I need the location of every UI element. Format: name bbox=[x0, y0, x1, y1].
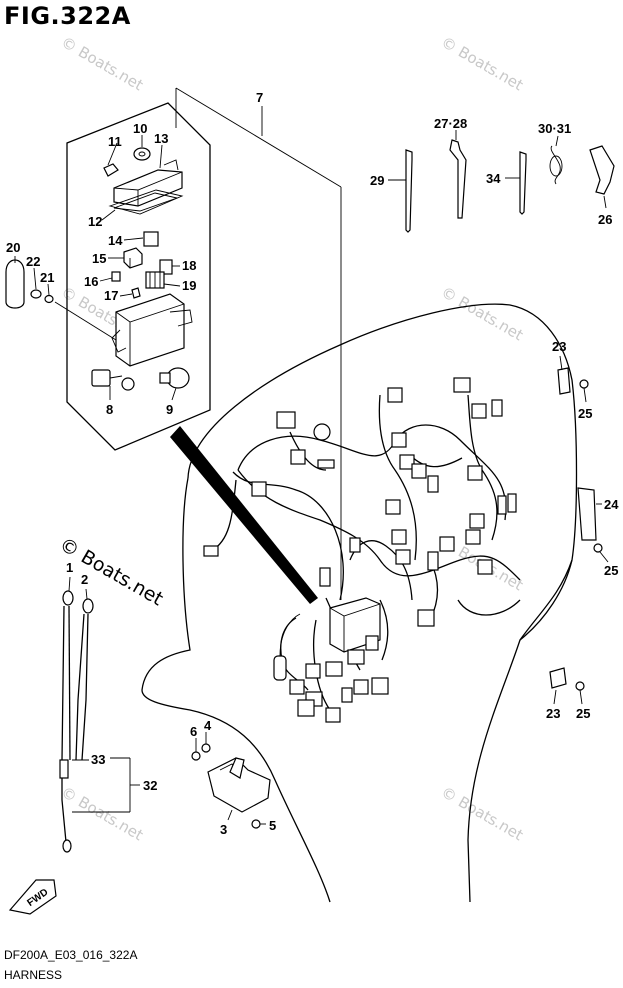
callout-14: 14 bbox=[108, 233, 123, 248]
callout-29: 29 bbox=[370, 173, 384, 188]
left-small-parts bbox=[5, 256, 117, 341]
figure-title: FIG.322A bbox=[4, 2, 131, 30]
callout-34: 34 bbox=[486, 171, 501, 186]
pointer-arrow bbox=[170, 426, 318, 604]
callout-20: 20 bbox=[6, 240, 20, 255]
item-7-bracket bbox=[175, 87, 342, 600]
watermark: © Boats.net bbox=[58, 783, 146, 844]
callout-32: 32 bbox=[143, 778, 157, 793]
callout-27-28: 27·28 bbox=[434, 116, 467, 131]
callout-8: 8 bbox=[106, 402, 113, 417]
callout-11: 11 bbox=[108, 134, 122, 149]
callout-24: 24 bbox=[604, 497, 619, 512]
watermark: © Boats.net bbox=[438, 783, 526, 844]
junction-box-inset bbox=[66, 102, 211, 451]
callout-26: 26 bbox=[598, 212, 612, 227]
callout-22: 22 bbox=[26, 254, 40, 269]
callout-25-upper: 25 bbox=[578, 406, 592, 421]
callout-23-upper: 23 bbox=[552, 339, 566, 354]
callout-13: 13 bbox=[154, 131, 168, 146]
callout-33: 33 bbox=[91, 752, 105, 767]
callout-21: 21 bbox=[40, 270, 54, 285]
harness-connectors bbox=[203, 377, 517, 723]
top-right-parts bbox=[388, 130, 615, 233]
callout-23-lower: 23 bbox=[546, 706, 560, 721]
callout-25-lower: 25 bbox=[576, 706, 590, 721]
watermark: © Boats.net bbox=[438, 283, 526, 344]
battery-cables bbox=[59, 576, 140, 853]
watermark: © Boats.net bbox=[438, 33, 526, 94]
callout-15: 15 bbox=[92, 251, 106, 266]
callout-7: 7 bbox=[256, 90, 263, 105]
callout-6: 6 bbox=[190, 724, 197, 739]
callout-18: 18 bbox=[182, 258, 196, 273]
model-code: DF200A_E03_016_322A bbox=[4, 948, 138, 962]
callout-3: 3 bbox=[220, 822, 227, 837]
watermark: © Boats.net bbox=[58, 33, 146, 94]
callout-9: 9 bbox=[166, 402, 173, 417]
callout-4: 4 bbox=[204, 718, 212, 733]
callout-25-middle: 25 bbox=[604, 563, 618, 578]
lower-bracket bbox=[191, 732, 271, 829]
callout-19: 19 bbox=[182, 278, 196, 293]
callout-12: 12 bbox=[88, 214, 102, 229]
callout-10: 10 bbox=[133, 121, 147, 136]
right-brackets bbox=[549, 355, 609, 705]
callout-numbers: 7 10 11 13 12 14 15 16 17 18 19 8 9 20 2… bbox=[6, 90, 619, 837]
callout-30-31: 30·31 bbox=[538, 121, 571, 136]
callout-1: 1 bbox=[66, 560, 73, 575]
callout-17: 17 bbox=[104, 288, 118, 303]
callout-5: 5 bbox=[269, 818, 276, 833]
callout-2: 2 bbox=[81, 572, 88, 587]
engine-cowling bbox=[141, 303, 578, 903]
fwd-arrow: FWD bbox=[8, 879, 57, 915]
section-name: HARNESS bbox=[4, 968, 63, 982]
callout-16: 16 bbox=[84, 274, 98, 289]
